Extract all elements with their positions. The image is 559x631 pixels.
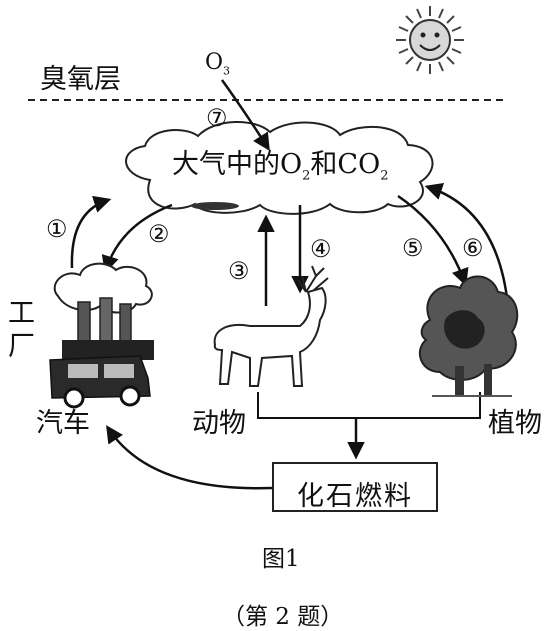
car-label: 汽车 (36, 408, 90, 439)
arrow-fossil-to-car (106, 425, 273, 490)
step-6-label: ⑥ (462, 234, 484, 262)
figure-caption: 图1 (262, 546, 300, 572)
step-3-label: ③ (228, 257, 250, 285)
arrow-2-atmosphere-to-factory (101, 203, 173, 274)
o3-label: O3 (205, 50, 231, 78)
fossil-fuel-label: 化石燃料 (297, 481, 413, 512)
step-1-label: ① (46, 215, 68, 243)
factory-icon (53, 262, 154, 360)
step-7-label: ⑦ (206, 104, 228, 132)
arrow-1-factory-to-atmosphere (70, 195, 112, 269)
arrow-7-ozone-to-atmosphere (220, 79, 270, 151)
factory-label-char-2: 厂 (8, 331, 35, 362)
fossil-fuel-box: 化石燃料 (272, 462, 438, 512)
arrow-6-plant-to-atmosphere (424, 183, 510, 307)
step-5-label: ⑤ (402, 234, 424, 262)
connector-animal-plant (257, 392, 481, 419)
plant-label: 植物 (488, 408, 542, 439)
arrow-5-atmosphere-to-plant (397, 194, 469, 287)
animal-label: 动物 (192, 408, 246, 439)
atmosphere-label: 大气中的O2和CO2 (172, 149, 389, 184)
deer-icon (213, 265, 329, 387)
ozone-layer-label: 臭氧层 (40, 64, 121, 95)
cloud-shadow (191, 202, 239, 210)
question-caption: （第 2 题） (222, 604, 344, 630)
cloud-icon (125, 121, 434, 215)
step-4-label: ④ (310, 235, 332, 263)
tree-icon (418, 275, 519, 397)
sun-icon (396, 6, 464, 74)
factory-label-char-1: 工 (8, 298, 35, 329)
car-icon (49, 355, 151, 409)
step-2-label: ② (148, 220, 170, 248)
